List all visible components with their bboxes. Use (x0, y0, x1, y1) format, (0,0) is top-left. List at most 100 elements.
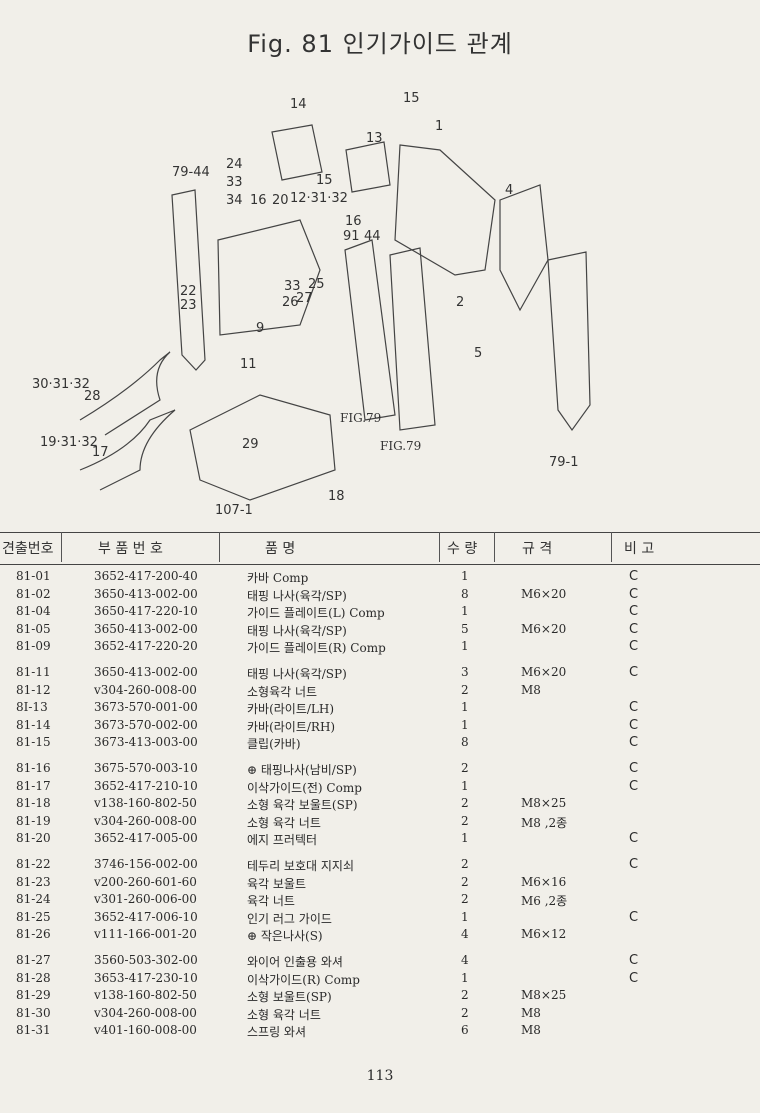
svg-text:14: 14 (290, 97, 307, 112)
part-number: v301-260-006-00 (94, 892, 197, 907)
note: C (629, 970, 639, 986)
part-name: 육각 보울트 (247, 876, 307, 891)
row-number: 81-23 (16, 874, 51, 889)
row-number: 81-02 (16, 586, 51, 601)
part-number: 3673-570-001-00 (94, 700, 198, 715)
note: C (629, 831, 639, 847)
note: C (629, 700, 639, 716)
header-note: 비 고 (624, 541, 655, 557)
specification: M6 ,2종 (521, 894, 568, 909)
row-number: 81-19 (16, 813, 51, 828)
quantity: 4 (461, 927, 469, 942)
quantity: 1 (461, 569, 469, 583)
quantity: 1 (461, 778, 469, 793)
row-number: 81-25 (16, 909, 51, 924)
svg-text:5: 5 (474, 346, 482, 361)
note: C (629, 953, 639, 968)
quantity: 1 (461, 604, 469, 619)
specification: M8 ,2종 (521, 815, 568, 830)
part-name: 태핑 나사(육각/SP) (247, 667, 347, 681)
svg-text:15: 15 (316, 173, 333, 188)
row-number: 81-28 (16, 970, 51, 985)
row-number: 81-17 (16, 778, 51, 793)
note: C (629, 778, 639, 794)
svg-text:23: 23 (180, 298, 197, 313)
row-number: 81-12 (16, 682, 51, 697)
row-number: 81-29 (16, 988, 51, 1003)
svg-text:16: 16 (250, 193, 267, 208)
part-name: 태핑 나사(육각/SP) (247, 588, 347, 603)
quantity: 2 (461, 988, 469, 1003)
svg-text:16: 16 (345, 214, 362, 229)
part-number: 3650-413-002-00 (94, 665, 198, 679)
svg-text:FIG.79: FIG.79 (340, 411, 381, 425)
header-name: 품 명 (265, 541, 296, 557)
quantity: 8 (461, 735, 469, 750)
svg-text:107-1: 107-1 (215, 503, 253, 518)
part-number: 3673-413-003-00 (94, 735, 198, 750)
quantity: 2 (461, 892, 469, 907)
part-name: 소형 보울트(SP) (247, 990, 332, 1005)
part-number: 3560-503-302-00 (94, 953, 198, 967)
note: C (629, 717, 639, 733)
svg-text:26: 26 (282, 295, 299, 310)
part-name: 가이드 플레이트(R) Comp (247, 641, 386, 656)
part-number: 3650-417-220-10 (94, 604, 198, 619)
quantity: 2 (461, 682, 469, 697)
specification: M6×20 (521, 621, 567, 636)
specification: M6×16 (521, 874, 567, 889)
part-name: 가이드 플레이트(L) Comp (247, 606, 385, 621)
part-number: v304-260-008-00 (94, 682, 197, 697)
row-number: 81-14 (16, 717, 51, 732)
part-number: v304-260-008-00 (94, 813, 197, 828)
part-name: ⊕ 태핑나사(남비/SP) (247, 763, 357, 777)
part-number: v138-160-802-50 (94, 988, 197, 1003)
svg-text:91: 91 (343, 229, 360, 244)
part-number: 3746-156-002-00 (94, 857, 198, 871)
part-number: 3653-417-230-10 (94, 970, 198, 985)
part-name: 소형 육각 너트 (247, 815, 321, 830)
row-number: 81-18 (16, 796, 51, 811)
note: C (629, 639, 639, 655)
part-number: 3652-417-006-10 (94, 909, 198, 924)
part-number: 3652-417-200-40 (94, 569, 198, 583)
svg-text:25: 25 (308, 277, 325, 292)
note: C (629, 857, 639, 872)
part-number: v200-260-601-60 (94, 874, 197, 889)
svg-text:11: 11 (240, 357, 257, 372)
part-name: 태핑 나사(육각/SP) (247, 623, 347, 638)
svg-text:30·31·32: 30·31·32 (32, 377, 90, 392)
row-number: 81-20 (16, 831, 51, 846)
quantity: 1 (461, 700, 469, 715)
part-name: 소형육각 너트 (247, 684, 318, 699)
part-name: 스프링 와셔 (247, 1025, 307, 1040)
svg-text:33: 33 (284, 279, 301, 294)
specification: M8 (521, 682, 541, 697)
part-number: 3652-417-005-00 (94, 831, 198, 846)
row-number: 81-11 (16, 665, 51, 679)
part-name: 클립(카바) (247, 737, 301, 752)
quantity: 2 (461, 796, 469, 811)
svg-text:79-1: 79-1 (549, 455, 579, 470)
row-number: 81-27 (16, 953, 51, 967)
part-number: v111-166-001-20 (94, 927, 197, 942)
svg-text:24: 24 (226, 157, 243, 172)
quantity: 4 (461, 953, 469, 967)
quantity: 2 (461, 813, 469, 828)
header-part: 부 품 번 호 (98, 541, 163, 557)
quantity: 1 (461, 639, 469, 654)
table-row: 81-19 v304-260-008-00 소형 육각 너트 2 M8 ,2종 (0, 814, 760, 831)
part-number: v401-160-008-00 (94, 1023, 197, 1038)
